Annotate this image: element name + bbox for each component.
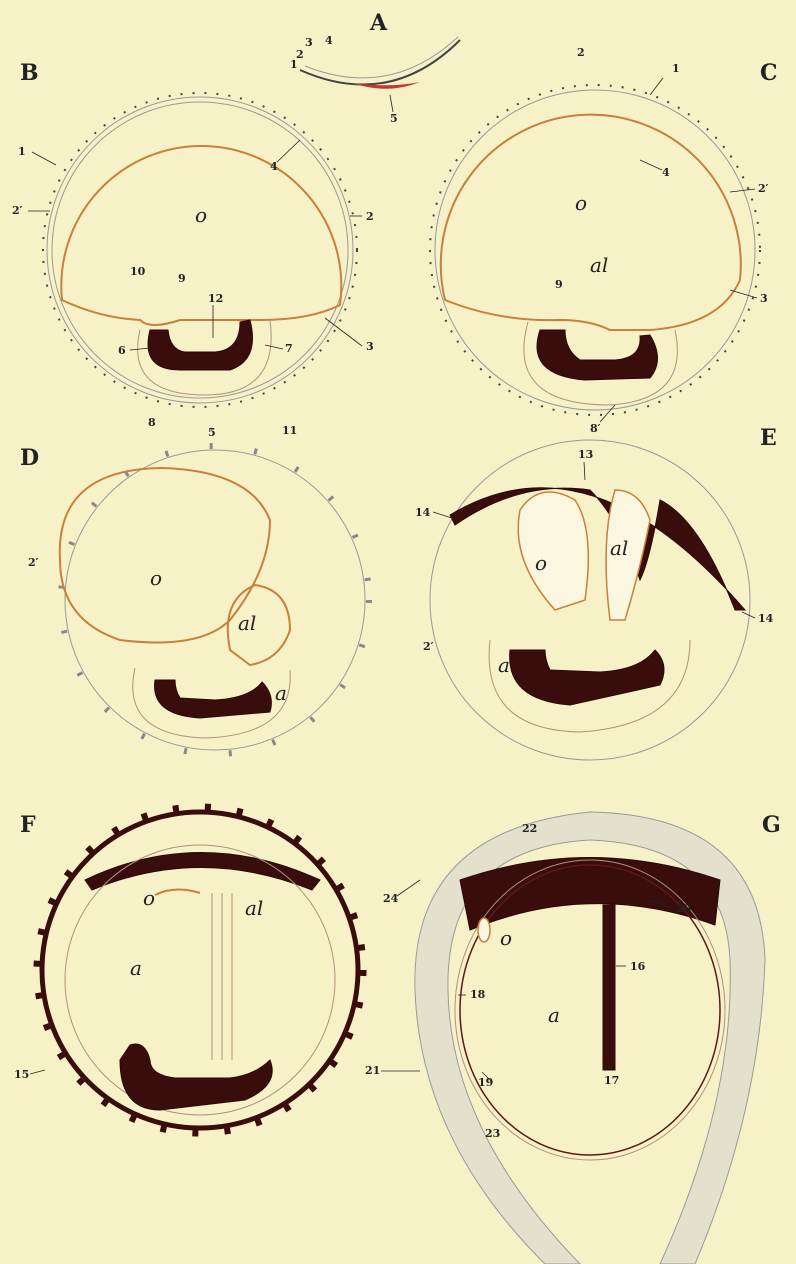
panel-f-al: al xyxy=(245,896,263,920)
panel-g-label-20: 20 xyxy=(676,902,692,915)
panel-e-yolk-sac xyxy=(518,492,588,610)
panel-c-al: al xyxy=(590,253,608,277)
panel-c-label-9: 9 xyxy=(555,278,563,291)
panel-b-label-10: 10 xyxy=(130,265,146,278)
panel-b-label-11: 11 xyxy=(282,424,297,437)
panel-a-label-1: 1 xyxy=(290,58,298,71)
panel-letter-f: F xyxy=(20,812,36,838)
panel-e-label-2prime: 2′ xyxy=(423,640,434,653)
panel-g: G o a 22 24 20 16 18 21 19 17 23 xyxy=(365,812,781,1264)
panel-letter-c: C xyxy=(760,60,778,86)
panel-c-label-3: 3 xyxy=(760,292,768,305)
panel-c-label-1: 1 xyxy=(672,62,680,75)
panel-c-label-2: 2 xyxy=(577,46,585,59)
panel-g-placenta xyxy=(460,858,720,931)
panel-f-yolk-stalk xyxy=(155,889,200,895)
panel-c-label-2prime: 2′ xyxy=(758,182,769,195)
panel-b-embryo xyxy=(148,320,253,370)
panel-c-embryo xyxy=(537,330,658,380)
panel-d: D o al a 2′ xyxy=(20,445,369,754)
panel-e-a: a xyxy=(498,653,510,677)
panel-e-label-13: 13 xyxy=(578,448,593,461)
panel-b-label-5: 5 xyxy=(208,426,216,439)
panel-b: B o 1 2′ 4 2 3 10 9 12 6 7 8 5 11 xyxy=(12,60,374,439)
panel-f-a: a xyxy=(130,956,142,980)
panel-f: F o al a 15 xyxy=(14,808,362,1132)
panel-g-label-23: 23 xyxy=(485,1127,500,1140)
panel-b-o: o xyxy=(195,203,207,227)
panel-c-label-8prime: 8′ xyxy=(590,422,601,435)
panel-letter-g: G xyxy=(762,812,781,838)
panel-g-umbilical-cord xyxy=(603,905,615,1070)
panel-e-al: al xyxy=(610,536,628,560)
panel-g-label-19: 19 xyxy=(478,1076,493,1089)
panel-b-label-3: 3 xyxy=(366,340,374,353)
panel-b-label-9: 9 xyxy=(178,272,186,285)
panel-b-label-1: 1 xyxy=(18,145,26,158)
panel-b-label-12: 12 xyxy=(208,292,223,305)
panel-e: E o al a 13 14 14 2′ xyxy=(415,425,777,760)
panel-g-label-18: 18 xyxy=(470,988,486,1001)
panel-b-label-6: 6 xyxy=(118,344,126,357)
panel-e-o: o xyxy=(535,551,547,575)
panel-a-label-3: 3 xyxy=(305,36,313,49)
panel-b-label-7: 7 xyxy=(285,342,293,355)
panel-letter-d: D xyxy=(20,445,39,471)
panel-f-o: o xyxy=(143,886,155,910)
panel-b-yolk-sac xyxy=(61,146,341,325)
panel-g-a: a xyxy=(548,1003,560,1027)
panel-g-label-24: 24 xyxy=(383,892,399,905)
panel-d-a: a xyxy=(275,681,287,705)
panel-letter-e: E xyxy=(760,425,777,451)
panel-g-label-21: 21 xyxy=(365,1064,380,1077)
panel-g-label-16: 16 xyxy=(630,960,646,973)
panel-f-embryo xyxy=(120,1044,272,1110)
panel-g-label-22: 22 xyxy=(522,822,537,835)
panel-e-placenta xyxy=(450,488,745,610)
panel-b-label-2: 2 xyxy=(366,210,374,223)
panel-f-label-15: 15 xyxy=(14,1068,29,1081)
panel-d-label-2prime: 2′ xyxy=(28,556,39,569)
panel-g-yolk-vesicle xyxy=(478,918,490,942)
panel-d-al: al xyxy=(238,611,256,635)
panel-f-amnion xyxy=(65,845,335,1115)
panel-b-label-8: 8 xyxy=(148,416,156,429)
panel-c: C o al 2 1 4 2′ 3 9 8′ xyxy=(430,46,778,435)
panel-e-label-14-left: 14 xyxy=(415,506,431,519)
panel-g-label-17: 17 xyxy=(604,1074,619,1087)
panel-c-yolk-sac xyxy=(441,115,741,330)
panel-letter-a: A xyxy=(369,10,388,36)
panel-a: A 3 4 2 1 5 xyxy=(290,10,460,125)
panel-f-umbilical-cord xyxy=(212,893,232,1060)
panel-a-label-4: 4 xyxy=(325,34,333,47)
panel-c-label-4: 4 xyxy=(662,166,670,179)
panel-a-label-5: 5 xyxy=(390,112,398,125)
panel-e-chorion xyxy=(430,440,750,760)
panel-g-o: o xyxy=(500,926,512,950)
panel-b-label-2prime: 2′ xyxy=(12,204,23,217)
panel-d-o: o xyxy=(150,566,162,590)
panel-letter-b: B xyxy=(20,60,39,86)
panel-c-o: o xyxy=(575,191,587,215)
panel-a-outer-membrane xyxy=(300,40,460,85)
panel-e-label-14-right: 14 xyxy=(758,612,774,625)
panel-d-embryo xyxy=(155,680,272,718)
panel-e-embryo xyxy=(510,650,664,705)
panel-b-label-4: 4 xyxy=(270,160,278,173)
